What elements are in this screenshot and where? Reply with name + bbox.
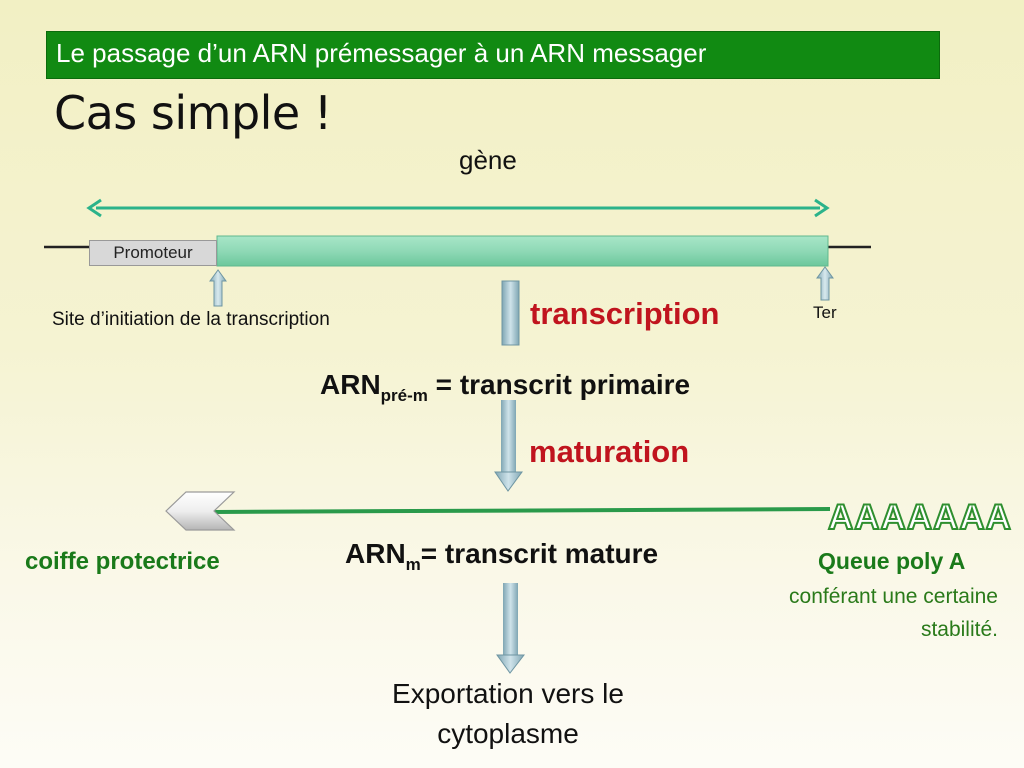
export-label: Exportation vers le cytoplasme [392,678,624,749]
transcription-label: transcription [530,296,720,331]
maturation-label: maturation [529,434,690,469]
mrna-strand [213,507,831,514]
ter-label: Ter [813,303,837,322]
poly-a-description: conférant une certaine stabilité. [789,585,998,641]
mature-mrna-label: ARNm= transcrit mature [345,538,659,574]
ter-arrow [816,266,834,301]
slide-title: Cas simple ! [54,86,332,140]
site-initiation-label: Site d’initiation de la transcription [52,309,330,330]
pre-mrna-label: ARNpré-m = transcrit primaire [320,369,691,405]
gene-span-arrow [86,198,830,218]
gene-bar [216,235,829,267]
coiffe-label: coiffe protectrice [25,548,220,575]
poly-a-label: Queue poly A [818,548,966,574]
header-bar [46,31,940,79]
maturation-arrow [494,400,523,492]
export-arrow [496,583,526,674]
transcription-arrow [501,280,520,346]
poly-a-sequence: AAAAAAA [828,498,1012,537]
header-title: Le passage d’un ARN prémessager à un ARN… [56,38,707,68]
gene-label: gène [459,145,517,175]
cap-chevron [165,491,236,531]
site-initiation-arrow [209,269,227,307]
promoteur-label: Promoteur [89,240,217,266]
